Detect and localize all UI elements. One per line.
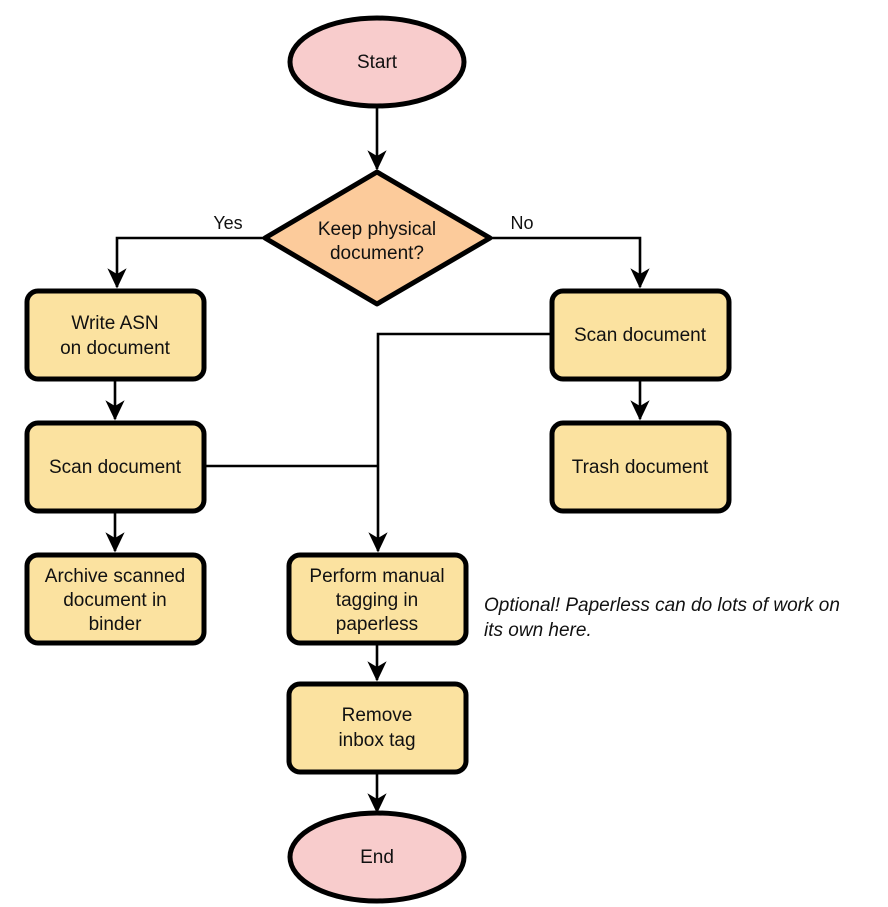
manual-tagging-label-line1: Perform manual [309,566,444,587]
node-start[interactable]: Start [287,15,467,109]
end-ellipse [287,810,467,904]
manual-tagging-label-line3: paperless [336,614,418,635]
start-label: Start [357,52,398,73]
node-archive-scanned-document[interactable]: Archive scanned document in binder [24,552,207,646]
archive-label-line1: Archive scanned [45,566,185,587]
remove-inbox-tag-box [286,681,469,775]
scan-document-left-box [24,420,207,514]
node-perform-manual-tagging[interactable]: Perform manual tagging in paperless [286,552,469,646]
node-scan-document-left[interactable]: Scan document [24,420,207,514]
archive-box [24,552,207,646]
edge-decision-yes-to-write-asn [107,236,264,289]
edge-scan-right-to-manual-tagging [368,332,551,553]
write-asn-box [24,288,207,382]
trash-document-label: Trash document [572,457,709,478]
annotation-optional-note: Optional! Paperless can do lots of work … [484,595,840,641]
scan-document-right-label: Scan document [574,325,707,346]
edge-label-no: No [510,213,533,233]
archive-label-line2: document in [63,590,167,611]
decision-label-line1: Keep physical [318,219,436,240]
scan-document-left-label: Scan document [49,457,182,478]
node-remove-inbox-tag[interactable]: Remove inbox tag [286,681,469,775]
remove-inbox-label-line1: Remove [342,705,413,726]
optional-note-line1: Optional! Paperless can do lots of work … [484,595,840,616]
write-asn-label-line1: Write ASN [71,313,158,334]
end-label: End [360,847,394,868]
decision-label-line2: document? [330,243,424,264]
decision-diamond [262,169,493,307]
edge-decision-no-to-scan-right [491,236,650,289]
write-asn-label-line2: on document [60,338,171,359]
node-scan-document-right[interactable]: Scan document [549,288,732,382]
optional-note-line2: its own here. [484,620,592,641]
start-ellipse [287,15,467,109]
edge-label-yes: Yes [213,213,242,233]
node-trash-document[interactable]: Trash document [549,420,732,514]
node-write-asn[interactable]: Write ASN on document [24,288,207,382]
trash-document-box [549,420,732,514]
manual-tagging-box [286,552,469,646]
node-end[interactable]: End [287,810,467,904]
archive-label-line3: binder [89,614,142,635]
scan-document-right-box [549,288,732,382]
node-decision-keep-physical-document[interactable]: Keep physical document? [262,169,493,307]
remove-inbox-label-line2: inbox tag [338,730,415,751]
manual-tagging-label-line2: tagging in [336,590,418,611]
